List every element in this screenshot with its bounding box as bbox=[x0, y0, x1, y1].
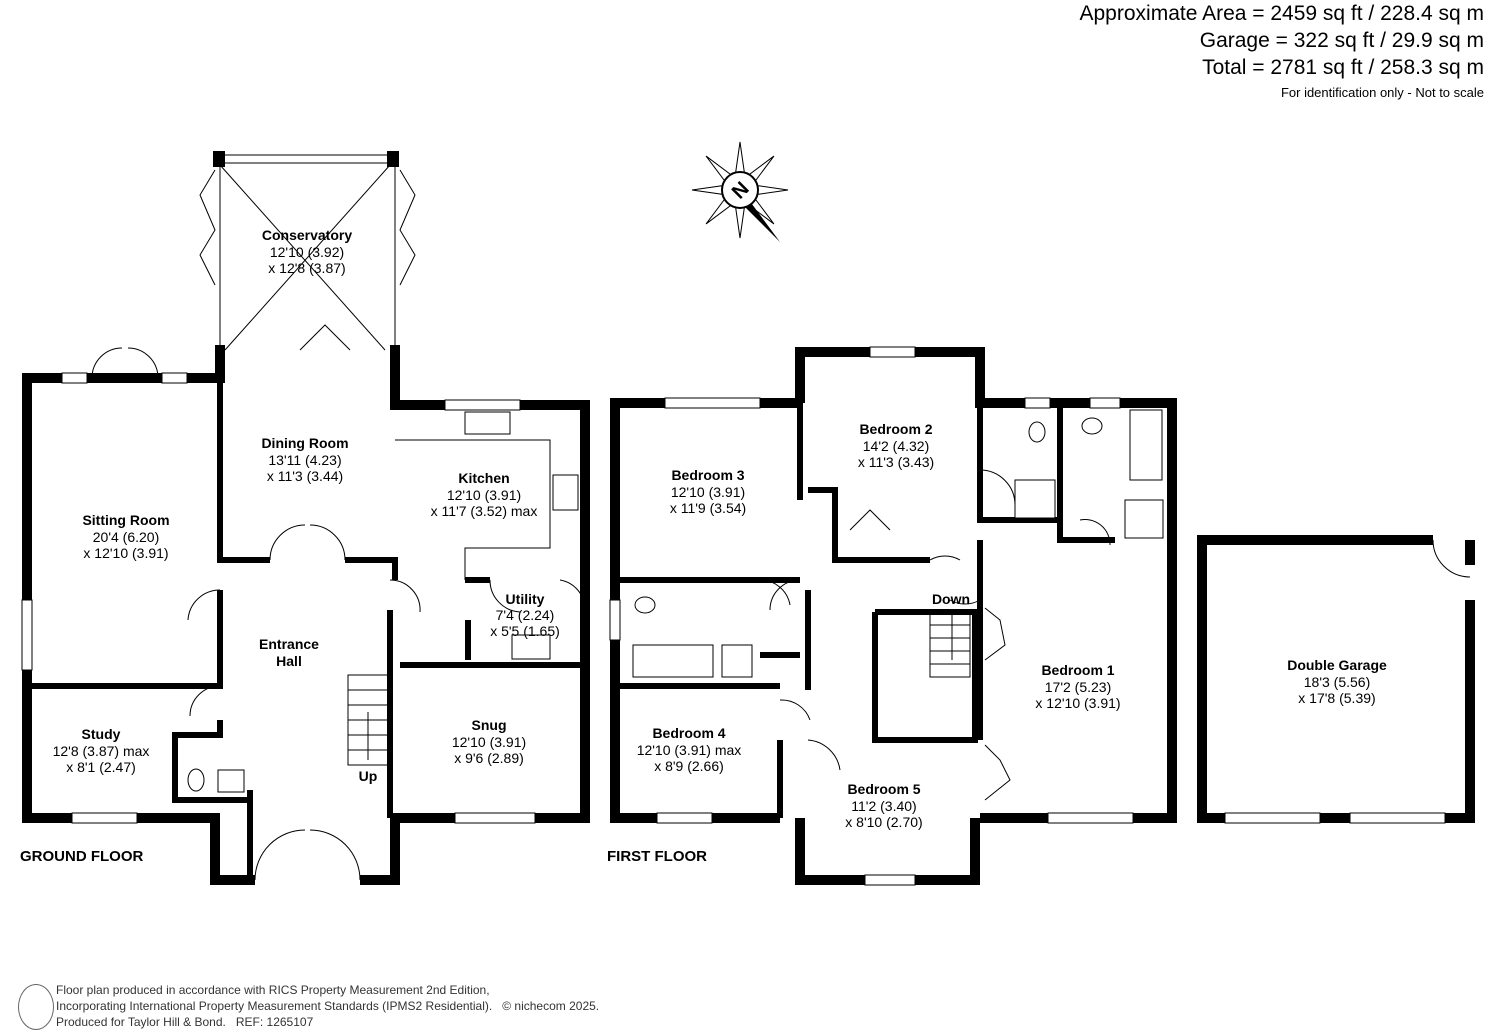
room-dim: x 8'10 (2.70) bbox=[845, 814, 922, 830]
wc-icon bbox=[187, 768, 205, 792]
room-dim: x 17'8 (5.39) bbox=[1298, 690, 1375, 706]
room-name-conservatory: Conservatory bbox=[262, 227, 352, 243]
shower-icon bbox=[1014, 479, 1056, 519]
room-dim: 14'2 (4.32) bbox=[863, 438, 930, 454]
area-summary: Approximate Area = 2459 sq ft / 228.4 sq… bbox=[1080, 0, 1485, 103]
room-dim: 7'4 (2.24) bbox=[496, 607, 555, 623]
room-dim: x 5'5 (1.65) bbox=[490, 623, 560, 639]
hob-icon bbox=[552, 474, 579, 511]
ipms-person-icon bbox=[18, 984, 54, 1030]
wc-icon bbox=[634, 596, 656, 614]
room-dim: x 11'3 (3.43) bbox=[858, 454, 934, 470]
first-floor-plan: Bedroom 3 12'10 (3.91) x 11'9 (3.54) Bed… bbox=[607, 346, 1177, 886]
utility-sink-icon bbox=[511, 634, 551, 660]
ground-floor-label: GROUND FLOOR bbox=[20, 848, 143, 865]
compass-icon: N bbox=[691, 141, 789, 242]
total-area: Total = 2781 sq ft / 258.3 sq m bbox=[1202, 56, 1484, 79]
basin-icon bbox=[217, 769, 245, 793]
room-dim: 17'2 (5.23) bbox=[1045, 679, 1112, 695]
room-dim: x 8'9 (2.66) bbox=[654, 758, 724, 774]
room-name-snug: Snug bbox=[472, 717, 507, 733]
room-name-kitchen: Kitchen bbox=[458, 470, 509, 486]
scale-note: For identification only - Not to scale bbox=[1280, 85, 1484, 100]
footer-line-1: Floor plan produced in accordance with R… bbox=[56, 983, 490, 997]
footer-line-3: Produced for Taylor Hill & Bond. REF: 12… bbox=[56, 1015, 314, 1029]
bath-icon bbox=[1129, 409, 1163, 481]
copyright: © nichecom 2025. bbox=[502, 999, 600, 1013]
wc-icon bbox=[1028, 421, 1046, 443]
room-dim: x 11'3 (3.44) bbox=[267, 468, 343, 484]
room-dim: x 9'6 (2.89) bbox=[454, 750, 524, 766]
approximate-area: Approximate Area = 2459 sq ft / 228.4 sq… bbox=[1079, 2, 1485, 25]
room-name-entrance: Entrance bbox=[259, 636, 319, 652]
room-name-utility: Utility bbox=[506, 591, 545, 607]
footer-line-2: Incorporating International Property Mea… bbox=[56, 999, 493, 1013]
room-dim: 12'10 (3.91) bbox=[452, 734, 526, 750]
garage-area: Garage = 322 sq ft / 29.9 sq m bbox=[1199, 29, 1484, 52]
footer: Floor plan produced in accordance with R… bbox=[56, 982, 599, 1030]
room-dim: 12'10 (3.92) bbox=[270, 244, 344, 260]
room-dim: 18'3 (5.56) bbox=[1304, 674, 1371, 690]
room-dim: 12'10 (3.91) bbox=[447, 487, 521, 503]
room-name-double-garage: Double Garage bbox=[1287, 657, 1387, 673]
room-dim: 11'2 (3.40) bbox=[851, 798, 916, 814]
room-name-sitting-room: Sitting Room bbox=[82, 512, 169, 528]
shower-icon bbox=[721, 644, 753, 678]
shower-icon bbox=[1124, 499, 1164, 539]
room-dim: x 12'10 (3.91) bbox=[83, 545, 168, 561]
wc-icon bbox=[1081, 417, 1103, 435]
room-dim: 12'10 (3.91) max bbox=[637, 742, 742, 758]
room-name-dining-room: Dining Room bbox=[261, 435, 348, 451]
room-name-bedroom-3: Bedroom 3 bbox=[671, 467, 744, 483]
garage-plan: Double Garage 18'3 (5.56) x 17'8 (5.39) bbox=[1197, 535, 1475, 824]
room-name-bedroom-1: Bedroom 1 bbox=[1041, 662, 1114, 678]
room-dim: 20'4 (6.20) bbox=[93, 529, 160, 545]
room-name-bedroom-2: Bedroom 2 bbox=[859, 421, 932, 437]
kitchen-sink-icon bbox=[464, 411, 511, 435]
room-name-bedroom-4: Bedroom 4 bbox=[652, 725, 725, 741]
room-dim: 12'10 (3.91) bbox=[671, 484, 745, 500]
room-dim: x 12'10 (3.91) bbox=[1035, 695, 1120, 711]
room-dim: 13'11 (4.23) bbox=[268, 452, 341, 468]
first-floor-label: FIRST FLOOR bbox=[607, 848, 707, 865]
stairs-down-label: Down bbox=[932, 591, 970, 607]
room-dim: 12'8 (3.87) max bbox=[53, 743, 150, 759]
room-dim: x 11'9 (3.54) bbox=[670, 500, 746, 516]
room-dim: x 11'7 (3.52) max bbox=[431, 503, 538, 519]
room-name-hall: Hall bbox=[276, 653, 302, 669]
room-dim: x 12'8 (3.87) bbox=[268, 260, 345, 276]
stairs-up-label: Up bbox=[359, 768, 378, 784]
room-dim: x 8'1 (2.47) bbox=[66, 759, 136, 775]
ground-floor-plan: Conservatory 12'10 (3.92) x 12'8 (3.87) … bbox=[20, 151, 590, 885]
room-name-study: Study bbox=[82, 726, 121, 742]
room-name-bedroom-5: Bedroom 5 bbox=[847, 781, 920, 797]
bath-icon bbox=[632, 644, 714, 678]
